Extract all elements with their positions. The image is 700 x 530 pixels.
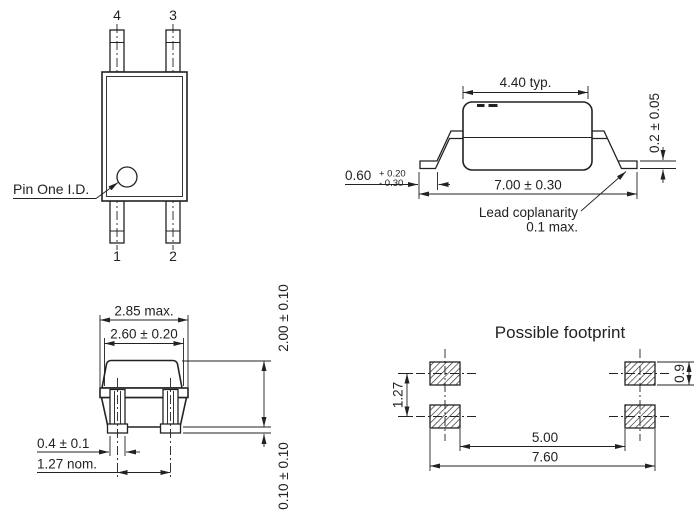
svg-text:2.60 ± 0.20: 2.60 ± 0.20: [110, 327, 177, 342]
end-view: 2.85 max. 2.60 ± 0.20 2.00 ± 0.10 0.10 ±…: [37, 284, 291, 510]
pin-leads: [109, 29, 181, 244]
lead-coplanarity-note: Lead coplanarity 0.1 max.: [479, 171, 627, 235]
top-view: 4 3 1 2 Pin One I.D.: [13, 7, 188, 264]
svg-text:7.60: 7.60: [532, 450, 558, 465]
svg-text:2.00 ± 0.10: 2.00 ± 0.10: [276, 284, 291, 351]
pad-top-left: [429, 361, 461, 386]
lead-left: [419, 130, 463, 170]
svg-text:5.00: 5.00: [532, 430, 558, 445]
svg-text:0.2 ± 0.05: 0.2 ± 0.05: [647, 93, 662, 153]
pin-one-id-leader-line: [13, 182, 119, 199]
body-dome: [101, 359, 183, 389]
dim-lead-thickness: 0.2 ± 0.05: [640, 93, 676, 183]
svg-text:1.27: 1.27: [391, 382, 406, 408]
dim-width-body: 2.60 ± 0.20: [104, 327, 184, 386]
svg-text:+ 0.20: + 0.20: [379, 169, 406, 180]
svg-text:2.85 max.: 2.85 max.: [114, 304, 173, 319]
footprint-view: Possible footprint 1.27 0.9 5.00: [391, 323, 694, 471]
dim-body-top-width: 4.40 typ.: [462, 75, 589, 99]
svg-text:0.4 ± 0.1: 0.4 ± 0.1: [37, 436, 89, 451]
dim-span-outer: 7.60: [429, 429, 656, 471]
package-body-inner-outline: [106, 76, 183, 197]
svg-text:7.00 ± 0.30: 7.00 ± 0.30: [494, 178, 561, 193]
side-view: 4.40 typ. 0.2 ± 0.05 0.60 + 0.20 - 0.30 …: [345, 75, 676, 235]
lead-right: [592, 130, 638, 170]
svg-text:0.60: 0.60: [345, 168, 371, 183]
dim-standoff: 0.10 ± 0.10: [261, 434, 291, 510]
pin-4-label: 4: [113, 7, 121, 23]
dim-lead-width: 0.4 ± 0.1: [37, 436, 140, 456]
svg-text:0.1 max.: 0.1 max.: [526, 220, 578, 235]
body-outline-side: [462, 101, 593, 171]
pad-top-right: [624, 361, 656, 386]
svg-text:0.10 ± 0.10: 0.10 ± 0.10: [276, 442, 291, 509]
dim-foot-length: 0.60 + 0.20 - 0.30: [345, 168, 450, 190]
dim-width-max: 2.85 max.: [99, 304, 189, 387]
dim-height: 2.00 ± 0.10: [182, 284, 291, 434]
pin-2-label: 2: [169, 248, 177, 264]
body-flange: [99, 387, 189, 399]
svg-text:4.40 typ.: 4.40 typ.: [500, 75, 552, 90]
pad-bottom-left: [429, 404, 461, 429]
pin-3-label: 3: [169, 7, 177, 23]
svg-text:Lead coplanarity: Lead coplanarity: [479, 205, 578, 220]
dim-pad-height: 0.9: [657, 361, 694, 386]
pin-1-label: 1: [113, 248, 121, 264]
dim-span-inner: 5.00: [459, 429, 626, 451]
pin-one-id-circle: [116, 166, 138, 188]
pad-bottom-right: [624, 404, 656, 429]
svg-text:1.27 nom.: 1.27 nom.: [37, 457, 97, 472]
dim-pad-pitch: 1.27: [391, 373, 413, 417]
package-body-outline: [101, 71, 188, 202]
footprint-title: Possible footprint: [495, 323, 626, 342]
pin-one-id-label: Pin One I.D.: [13, 181, 89, 197]
svg-text:- 0.30: - 0.30: [379, 178, 403, 189]
svg-text:0.9: 0.9: [672, 364, 687, 383]
dim-lead-pitch: 1.27 nom.: [37, 457, 171, 475]
